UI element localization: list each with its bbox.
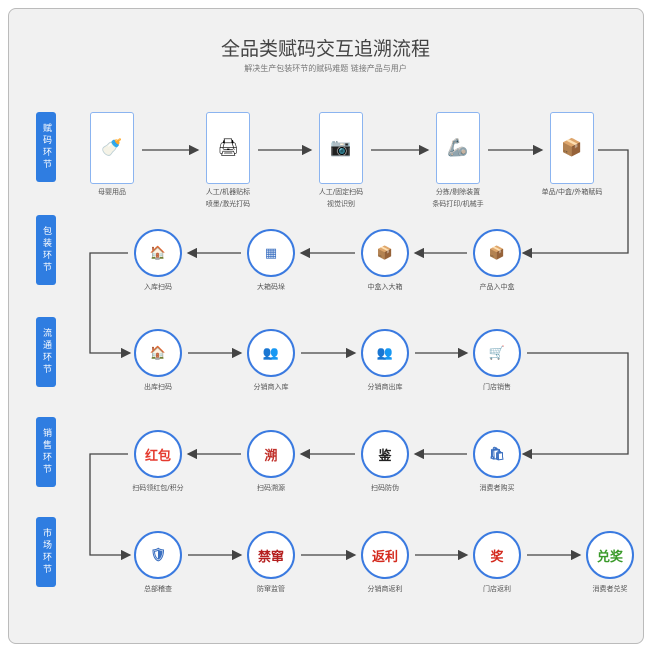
- flow-arrow: [89, 252, 132, 359]
- node-label: 中盒入大箱: [367, 283, 403, 291]
- node-label: 产品入中盒: [479, 283, 515, 291]
- node-label: 消费者购买: [479, 484, 515, 492]
- rebate-icon: 返利: [371, 549, 398, 565]
- process-node[interactable]: 返利: [361, 531, 409, 579]
- node-label: 单品/中盒/外箱赋码: [517, 186, 627, 198]
- gift-icon: 奖: [490, 549, 504, 565]
- node-label: 扫码溯源: [257, 484, 285, 492]
- label-line-1: 人工/固定扫码: [318, 188, 364, 196]
- node-label: 大箱码垛: [257, 283, 285, 291]
- process-node[interactable]: 🛒: [473, 329, 521, 377]
- stage-label-4: 市场环节: [36, 517, 56, 587]
- label-line-2: 喷墨/激光打码: [205, 200, 251, 208]
- process-node[interactable]: 鉴: [361, 430, 409, 478]
- process-node[interactable]: 🛍: [473, 430, 521, 478]
- process-node[interactable]: 禁窜: [247, 531, 295, 579]
- process-node[interactable]: ▦: [247, 229, 295, 277]
- process-node[interactable]: 📷: [319, 112, 363, 184]
- process-node[interactable]: 👥: [247, 329, 295, 377]
- scanner-camera-icon: 📷: [330, 138, 352, 158]
- baby-products-icon: 🍼: [101, 138, 123, 158]
- flow-arrow: [521, 149, 629, 259]
- process-node[interactable]: 📦: [361, 229, 409, 277]
- node-label: 分销商入库: [253, 383, 289, 391]
- node-label: 分销商出库: [367, 383, 403, 391]
- stage-label-3: 销售环节: [36, 417, 56, 487]
- flow-arrow: [89, 453, 132, 561]
- process-node[interactable]: 🦾: [436, 112, 480, 184]
- store-icon: 🛒: [488, 345, 506, 361]
- process-node[interactable]: 🏠: [134, 329, 182, 377]
- node-label: 扫码领红包/积分: [132, 484, 184, 492]
- node-label: 分销商返利: [367, 585, 403, 593]
- prize-icon: 兑奖: [596, 549, 623, 565]
- process-node[interactable]: 📦: [550, 112, 594, 184]
- node-label: 母婴用品: [57, 186, 167, 198]
- stage-label-1: 包装环节: [36, 215, 56, 285]
- labeling-machine-icon: 🖨: [217, 138, 239, 158]
- node-label: 人工/机器贴标喷墨/激光打码: [173, 186, 283, 210]
- cartons-icon: 📦: [376, 245, 394, 261]
- trace-icon: 溯: [264, 448, 278, 464]
- warehouse-scan-icon: 🏠: [149, 345, 167, 361]
- label-line-2: 视觉识别: [327, 200, 355, 208]
- process-node[interactable]: 🖨: [206, 112, 250, 184]
- process-node[interactable]: 🏠: [134, 229, 182, 277]
- node-label: 防窜监管: [257, 585, 285, 593]
- process-node[interactable]: 兑奖: [586, 531, 634, 579]
- robot-arm-icon: 🦾: [447, 138, 469, 158]
- node-label: 分拣/剔除装置条码打印/机械手: [403, 186, 513, 210]
- label-line-1: 母婴用品: [98, 188, 126, 196]
- stage-label-0: 赋码环节: [36, 112, 56, 182]
- open-box-icon: 📦: [488, 245, 506, 261]
- diagram-subtitle: 解决生产包装环节的赋码难题 链接产品与用户: [244, 64, 407, 73]
- process-node[interactable]: 溯: [247, 430, 295, 478]
- consumer-icon: 🛍: [488, 446, 506, 462]
- process-node[interactable]: 奖: [473, 531, 521, 579]
- red-envelope-icon: 红包: [144, 448, 171, 464]
- node-label: 门店销售: [483, 383, 511, 391]
- stage-label-2: 流通环节: [36, 317, 56, 387]
- process-node[interactable]: 🍼: [90, 112, 134, 184]
- node-label: 出库扫码: [144, 383, 172, 391]
- process-node[interactable]: 👥: [361, 329, 409, 377]
- process-node[interactable]: 红包: [134, 430, 182, 478]
- users-icon: 👥: [262, 345, 280, 361]
- node-label: 人工/固定扫码视觉识别: [286, 186, 396, 210]
- anti-diversion-icon: 禁窜: [257, 549, 284, 565]
- node-label: 总部稽查: [144, 585, 172, 593]
- label-line-1: 人工/机器贴标: [205, 188, 251, 196]
- node-label: 门店返利: [483, 585, 511, 593]
- anti-fake-icon: 鉴: [378, 448, 392, 464]
- users-qr-icon: 👥: [376, 345, 394, 361]
- process-node[interactable]: 📦: [473, 229, 521, 277]
- label-line-1: 分拣/剔除装置: [435, 188, 481, 196]
- warehouse-scan-icon: 🏠: [149, 245, 167, 261]
- pallet-icon: ▦: [264, 245, 278, 261]
- label-line-1: 单品/中盒/外箱赋码: [541, 188, 603, 196]
- process-node[interactable]: 🛡: [134, 531, 182, 579]
- box-icon: 📦: [561, 138, 583, 158]
- flow-arrow: [521, 352, 629, 460]
- shield-icon: 🛡: [149, 547, 167, 563]
- label-line-2: 条码打印/机械手: [432, 200, 484, 208]
- node-label: 入库扫码: [144, 283, 172, 291]
- diagram-title: 全品类赋码交互追溯流程: [220, 38, 430, 60]
- node-label: 消费者兑奖: [592, 585, 628, 593]
- node-label: 扫码防伪: [371, 484, 399, 492]
